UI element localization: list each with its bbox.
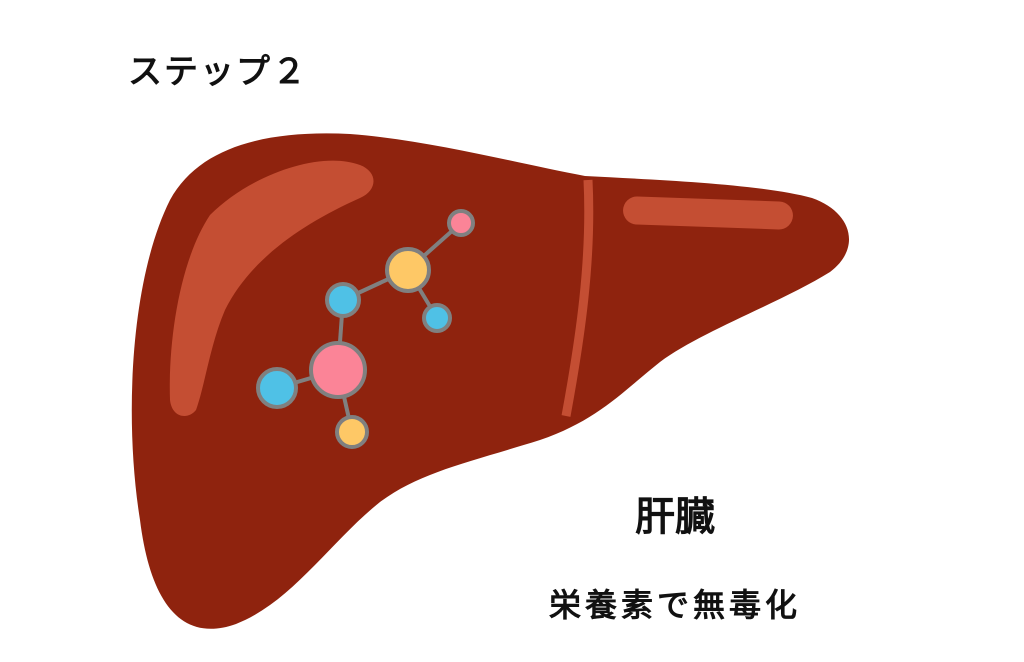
organ-label: 肝臓 (635, 494, 715, 540)
right-highlight (623, 196, 793, 230)
liver-shape (131, 133, 850, 629)
atom-blue-left (256, 367, 298, 409)
description: 栄養素で無毒化 (548, 586, 801, 624)
atom-pink-small (447, 209, 475, 237)
atom-blue-small (422, 303, 452, 333)
left-highlight (169, 160, 374, 416)
step-title: ステップ２ (128, 52, 308, 92)
atom-pink-large (309, 341, 367, 399)
atom-blue (325, 282, 361, 318)
atom-yellow-small (335, 415, 369, 449)
molecule (256, 209, 475, 449)
atom-yellow (385, 247, 431, 293)
lobe-divider (561, 179, 594, 417)
